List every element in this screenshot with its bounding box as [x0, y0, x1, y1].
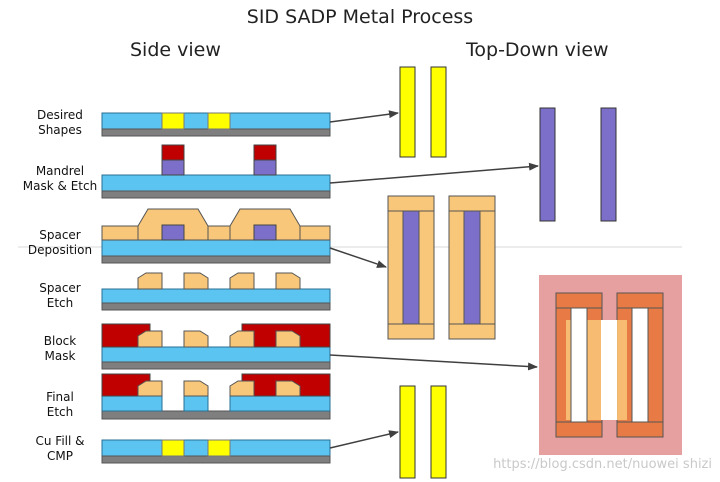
step-label-line: CMP: [47, 449, 73, 463]
step-label-mandrel: Mandrel Mask & Etch: [16, 164, 104, 194]
step-label-line: Cu Fill &: [35, 434, 85, 448]
step-label-line: Desired: [37, 108, 83, 122]
step-label-line: Mask: [44, 349, 76, 363]
step-label-line: Mask & Etch: [22, 179, 98, 193]
top-spacer-loops: [387, 195, 496, 340]
step-label-line: Mandrel: [35, 164, 85, 178]
step-label-line: Spacer: [39, 281, 81, 295]
side-spacer-deposition: [101, 208, 331, 264]
side-cu-fill-cmp: [101, 439, 331, 464]
step-label-spacer-etch: Spacer Etch: [16, 281, 104, 311]
step-label-line: Etch: [46, 296, 74, 310]
side-spacer-etch: [101, 272, 331, 311]
step-label-final-etch: Final Etch: [16, 390, 104, 420]
top-final-lines: [399, 385, 447, 479]
step-label-spacer-deposition: Spacer Deposition: [16, 228, 104, 258]
step-label-line: Shapes: [38, 123, 82, 137]
top-mandrel-lines: [539, 107, 617, 222]
step-label-desired: Desired Shapes: [16, 108, 104, 138]
step-label-line: Spacer: [39, 228, 81, 242]
side-view-header: Side view: [130, 39, 221, 61]
diagram-title: SID SADP Metal Process: [246, 6, 474, 28]
arrow-spacer: [329, 247, 387, 268]
step-label-line: Block: [43, 334, 77, 348]
arrow-block: [329, 354, 538, 371]
step-label-line: Deposition: [27, 243, 93, 257]
arrow-desired: [329, 110, 399, 123]
side-mandrel-mask-etch: [101, 144, 331, 199]
step-label-block-mask: Block Mask: [16, 334, 104, 364]
arrow-final: [329, 430, 399, 449]
top-desired-lines: [399, 66, 447, 158]
top-block-mask: [539, 275, 682, 455]
step-label-line: Etch: [46, 405, 74, 419]
side-block-mask: [101, 323, 331, 370]
step-label-line: Final: [46, 390, 74, 404]
step-label-cu-fill: Cu Fill & CMP: [16, 434, 104, 464]
side-desired-shapes: [101, 112, 331, 137]
side-final-etch: [101, 373, 331, 420]
arrow-mandrel: [329, 162, 539, 184]
watermark: https://blog.csdn.net/nuowei shizi: [493, 457, 712, 472]
top-view-header: Top-Down view: [466, 39, 609, 61]
